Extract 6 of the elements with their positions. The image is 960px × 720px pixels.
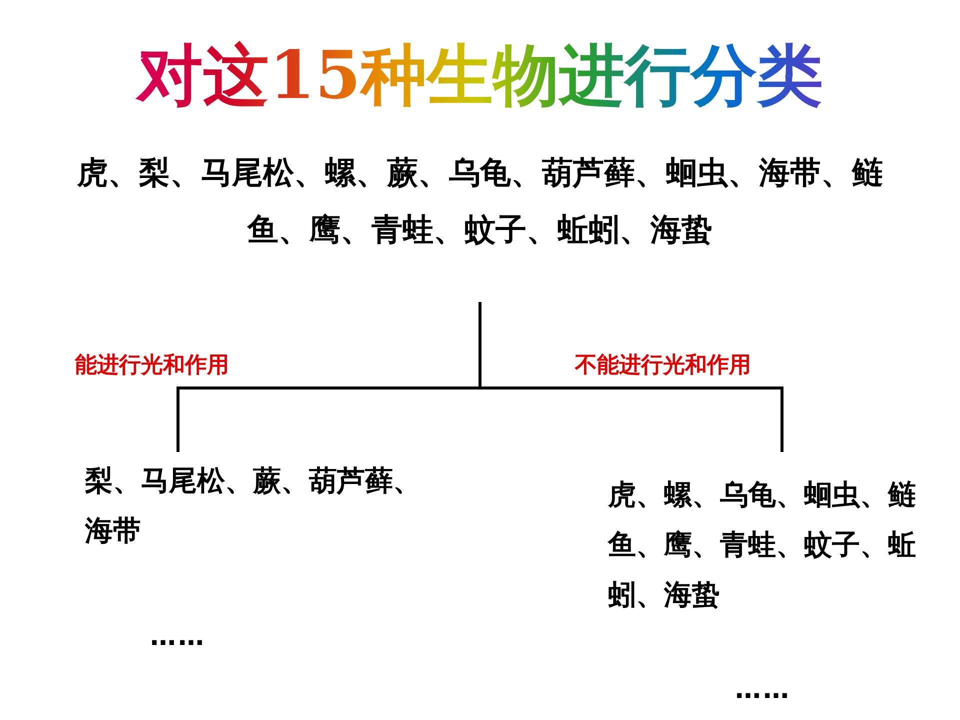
species-list-text: 虎、螺、乌龟、蛔虫、鲢鱼、鹰、青蛙、蚊子、蚯蚓、海蛰 bbox=[608, 477, 917, 613]
species-list-text: 虎、梨、马尾松、螺、蕨、乌龟、葫芦藓、蛔虫、海带、鲢鱼、鹰、青蛙、蚊子、蚯蚓、海蛰 bbox=[76, 154, 884, 250]
ellipsis-text: …… bbox=[735, 675, 791, 705]
connector-line bbox=[478, 302, 784, 452]
species-list-text: 梨、马尾松、蕨、葫芦藓、海带 bbox=[85, 463, 422, 549]
ellipsis-text: …… bbox=[150, 622, 206, 652]
